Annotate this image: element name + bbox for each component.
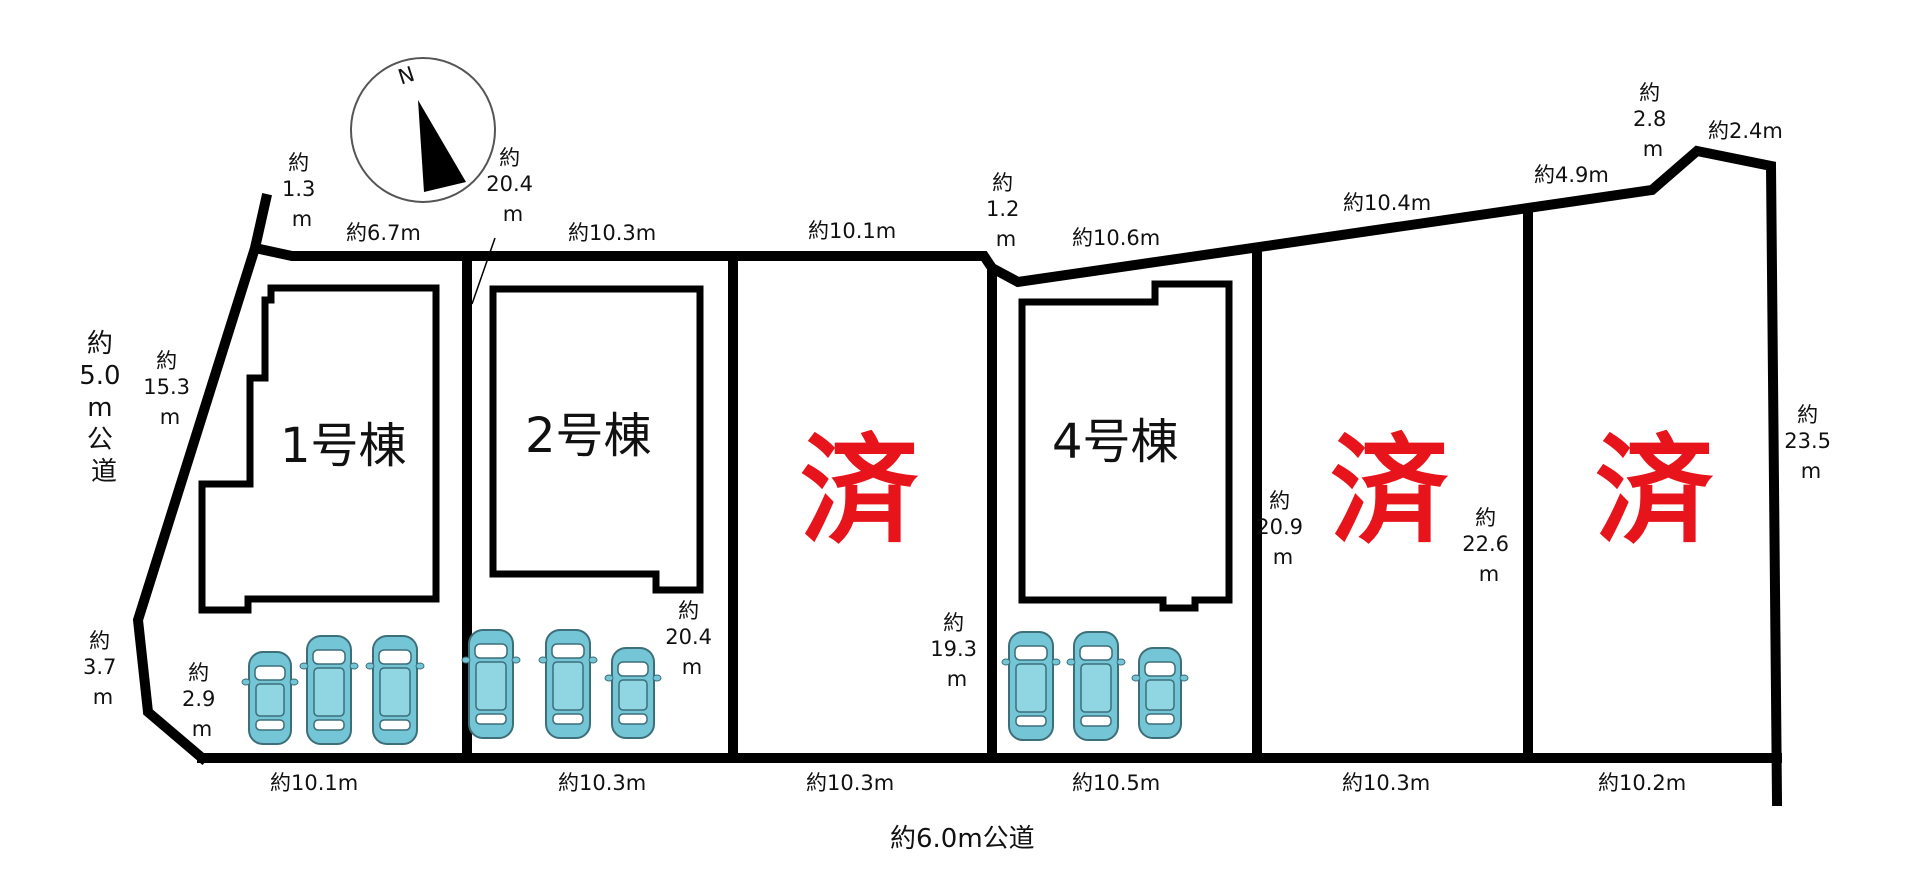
road-labels: 約 5.0 m 公 道 約6.0m公道 [79, 329, 1035, 854]
car-icon [461, 629, 521, 739]
lot-3-sold-mark: 済 [800, 422, 919, 560]
top-dimensions: 約6.7m 約10.3m 約10.1m 約10.6m 約10.4m 約4.9m … [346, 119, 1783, 250]
road-south-label: 約6.0m公道 [890, 824, 1035, 854]
lot-4-label: 4号棟 [1052, 414, 1179, 470]
dim-bottom-3: 約10.3m [806, 771, 894, 795]
car-icon [604, 647, 662, 739]
building-lot-2 [489, 285, 704, 594]
car-icon [538, 629, 598, 739]
building-footprints [198, 280, 1233, 614]
car-icon [365, 635, 425, 745]
dim-v-11: 約 2.8 m [1633, 81, 1673, 161]
dim-top-3: 約10.1m [808, 219, 896, 243]
car-icon [1001, 631, 1061, 741]
car-icon [1066, 631, 1126, 741]
dim-top-2: 約10.3m [568, 221, 656, 245]
dim-top-4: 約10.6m [1072, 226, 1160, 250]
side-dimensions: 約 1.3 m 約 20.4 m 約 15.3 m 約 3.7 m 約 2.9 … [83, 81, 1837, 741]
bottom-dimensions: 約10.1m 約10.3m 約10.3m 約10.5m 約10.3m 約10.2… [270, 771, 1686, 795]
dim-bottom-1: 約10.1m [270, 771, 358, 795]
north-letter: N [395, 62, 417, 90]
dim-top-5: 約10.4m [1343, 191, 1431, 215]
lot-2-label: 2号棟 [525, 408, 652, 464]
north-compass: N [350, 57, 496, 203]
building-lot-4 [1018, 280, 1233, 612]
lot-dividers [462, 210, 1533, 758]
road-west-label: 約 5.0 m 公 道 [79, 329, 129, 487]
dim-v-1: 約 1.3 m [282, 151, 322, 231]
dim-top-7: 約2.4m [1708, 119, 1783, 143]
dim-v-10: 約 22.6 m [1462, 506, 1515, 586]
car-icon [299, 635, 359, 745]
dim-v-12: 約 23.5 m [1784, 403, 1837, 483]
parking-cars [241, 629, 1189, 745]
building-lot-1 [198, 284, 440, 614]
lot-labels: 1号棟 2号棟 済 4号棟 済 済 [280, 408, 1714, 560]
dim-bottom-6: 約10.2m [1598, 771, 1686, 795]
dim-v-2: 約 20.4 m [486, 146, 539, 226]
dim-top-1: 約6.7m [346, 221, 421, 245]
dim-bottom-2: 約10.3m [558, 771, 646, 795]
dim-bottom-4: 約10.5m [1072, 771, 1160, 795]
dim-v-3: 約 15.3 m [143, 349, 196, 429]
dim-v-8: 約 19.3 m [930, 611, 983, 691]
lot-5-sold-mark: 済 [1330, 422, 1449, 560]
dim-v-7: 約 1.2 m [986, 171, 1026, 251]
lot-6-sold-mark: 済 [1595, 422, 1714, 560]
dim-top-6: 約4.9m [1534, 163, 1609, 187]
dim-v-4: 約 3.7 m [83, 629, 123, 709]
lot-1-label: 1号棟 [280, 418, 407, 474]
dim-bottom-5: 約10.3m [1342, 771, 1430, 795]
dim-v-9: 約 20.9 m [1256, 489, 1309, 569]
dim-v-6: 約 20.4 m [665, 599, 718, 679]
car-icon [1131, 647, 1189, 739]
car-icon [241, 651, 299, 745]
north-arrow-icon [418, 100, 466, 192]
dim-v-5: 約 2.9 m [182, 661, 222, 741]
